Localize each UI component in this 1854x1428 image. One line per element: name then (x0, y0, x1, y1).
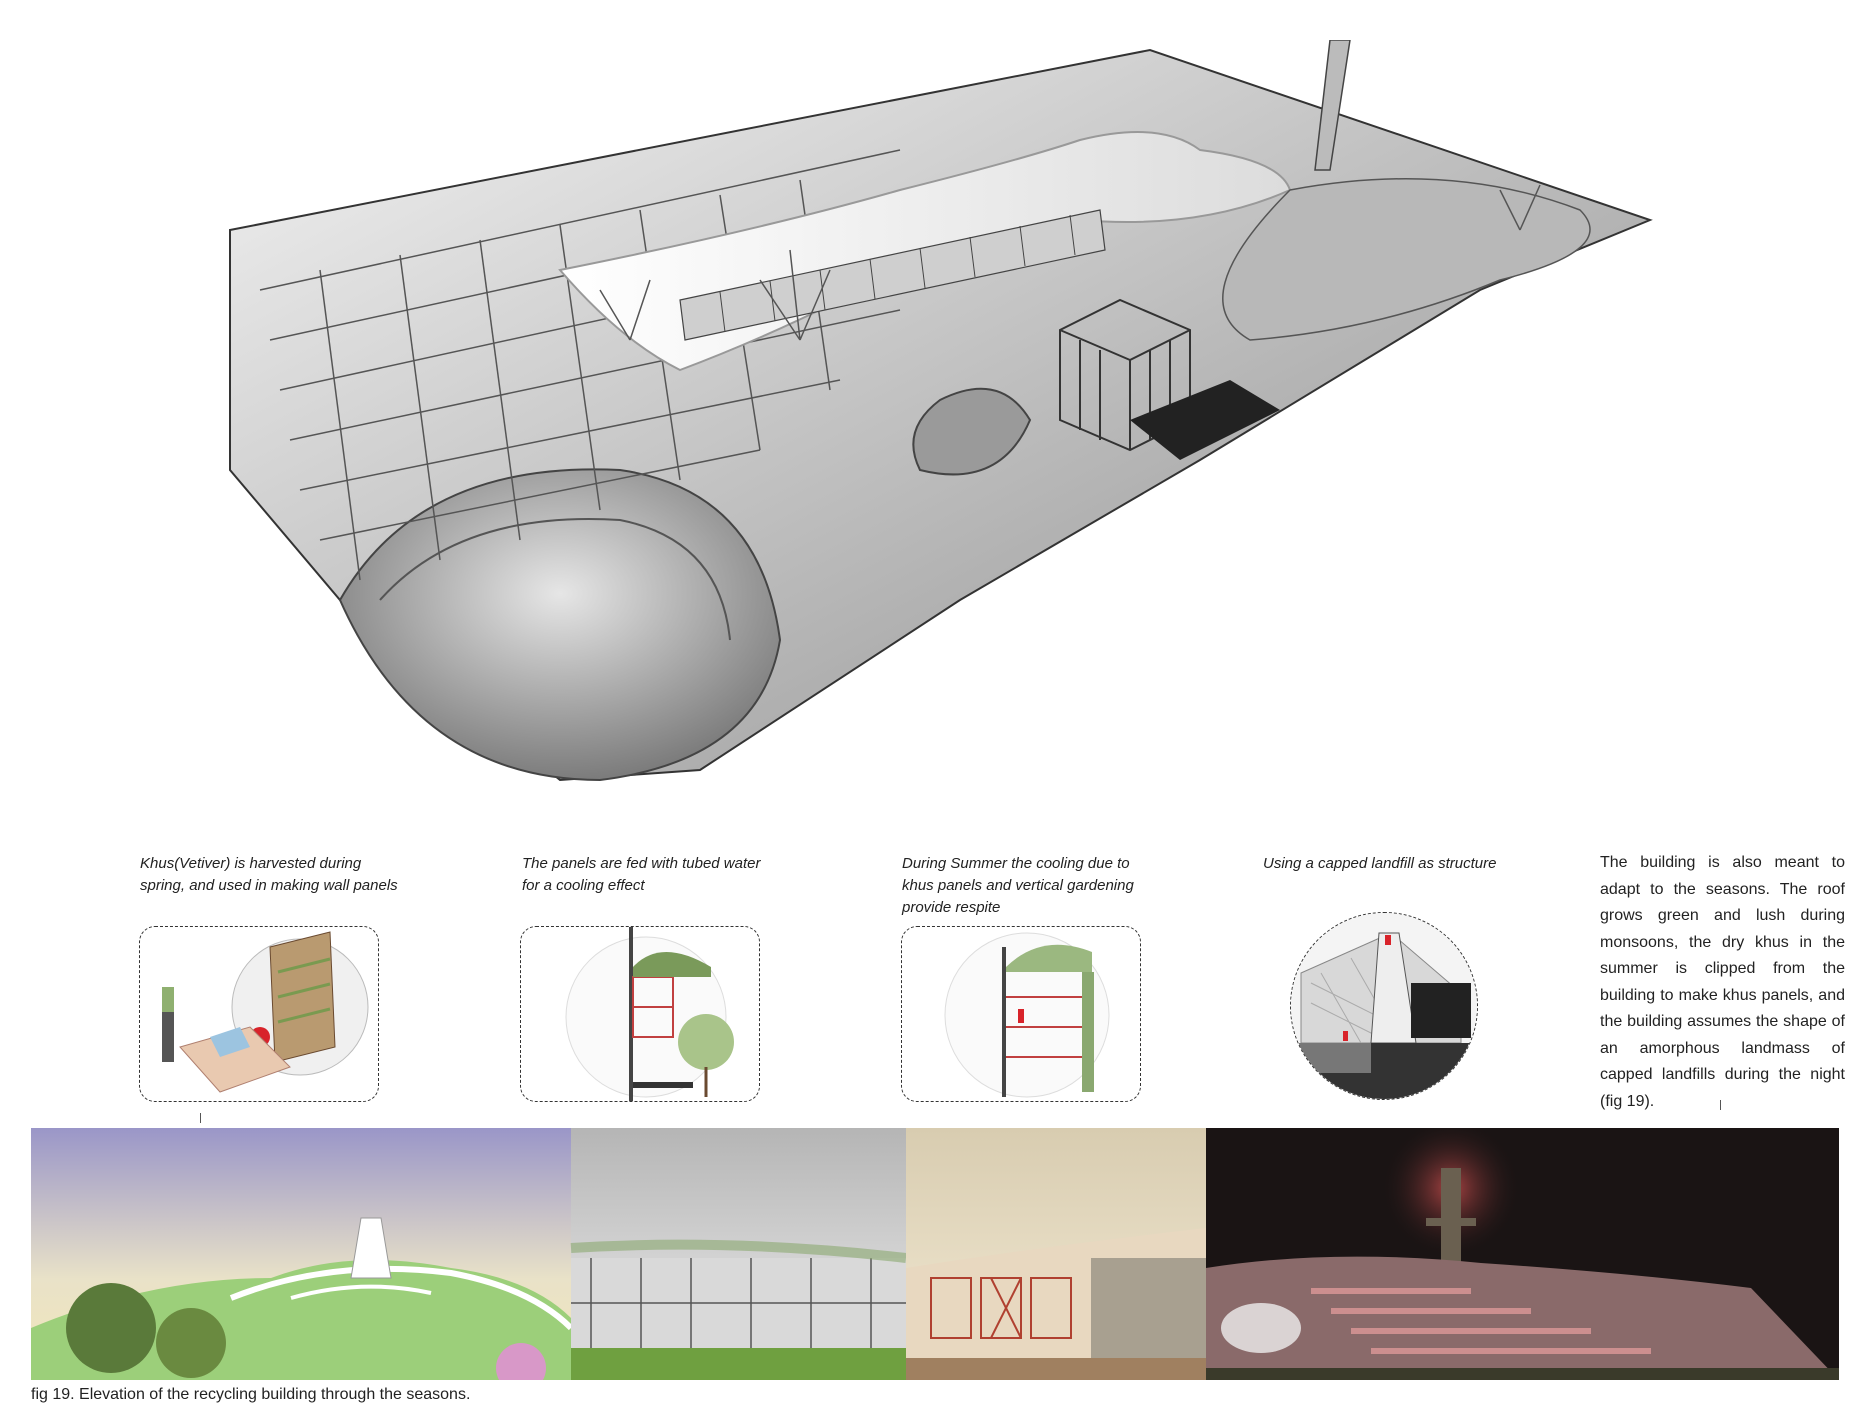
caption-panel-4: Using a capped landfill as structure (1263, 855, 1497, 872)
figure-caption: fig 19. Elevation of the recycling build… (31, 1386, 471, 1403)
divider-tick (1720, 1100, 1721, 1110)
caption-panel-3: During Summer the cooling due to khus pa… (902, 855, 1134, 916)
seasonal-elevation-strip (31, 1128, 1839, 1380)
khus-harvest-diagram (139, 926, 379, 1102)
divider-tick (200, 1113, 201, 1123)
summer-cooling-section (901, 926, 1141, 1102)
capped-landfill-section (1290, 912, 1478, 1100)
axonometric-render (200, 39, 1660, 800)
caption-panel-2: The panels are fed with tubed water for … (522, 855, 761, 894)
caption-panel-1: Khus(Vetiver) is harvested during spring… (140, 855, 398, 894)
seasons-description: The building is also meant to adapt to t… (1600, 854, 1845, 1110)
cooling-panel-section (520, 926, 760, 1102)
